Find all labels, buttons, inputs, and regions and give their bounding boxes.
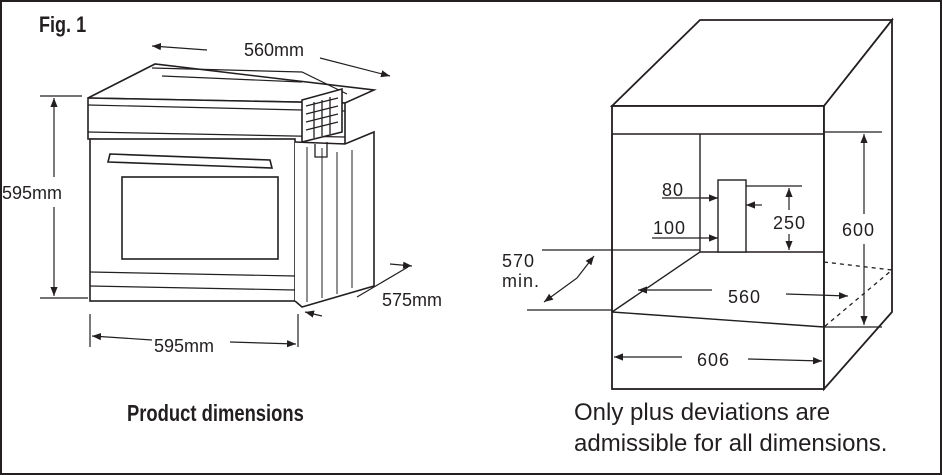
deviation-note-line-2: admissible for all dimensions.: [574, 430, 888, 457]
oven-depth-side-label: 575mm: [382, 290, 442, 310]
cabinet-outer-width-label: 606: [697, 350, 730, 370]
oven-drawing: [87, 63, 377, 308]
cabinet-height-label: 600: [842, 220, 875, 240]
cabinet-opening-height-label: 250: [773, 213, 806, 233]
product-dimensions-caption: Product dimensions: [127, 400, 304, 426]
oven-depth-top-label: 560mm: [244, 40, 304, 60]
oven-height-label: 595mm: [2, 183, 62, 203]
figure-label: Fig. 1: [39, 12, 87, 37]
oven-width-label: 595mm: [154, 336, 214, 356]
cabinet-top-opening-label: 80: [662, 180, 684, 200]
cabinet-dimension-lines: [527, 131, 882, 365]
deviation-note-line-1: Only plus deviations are: [574, 399, 831, 426]
cabinet-inner-width-label: 560: [728, 287, 761, 307]
cabinet-depth-min-label: min.: [502, 271, 540, 291]
oven-dimension-lines: [40, 43, 413, 348]
deviation-note: Only plus deviations are admissible for …: [574, 397, 887, 459]
cabinet-depth-label: 570: [502, 251, 535, 271]
cabinet-side-opening-label: 100: [653, 218, 686, 238]
